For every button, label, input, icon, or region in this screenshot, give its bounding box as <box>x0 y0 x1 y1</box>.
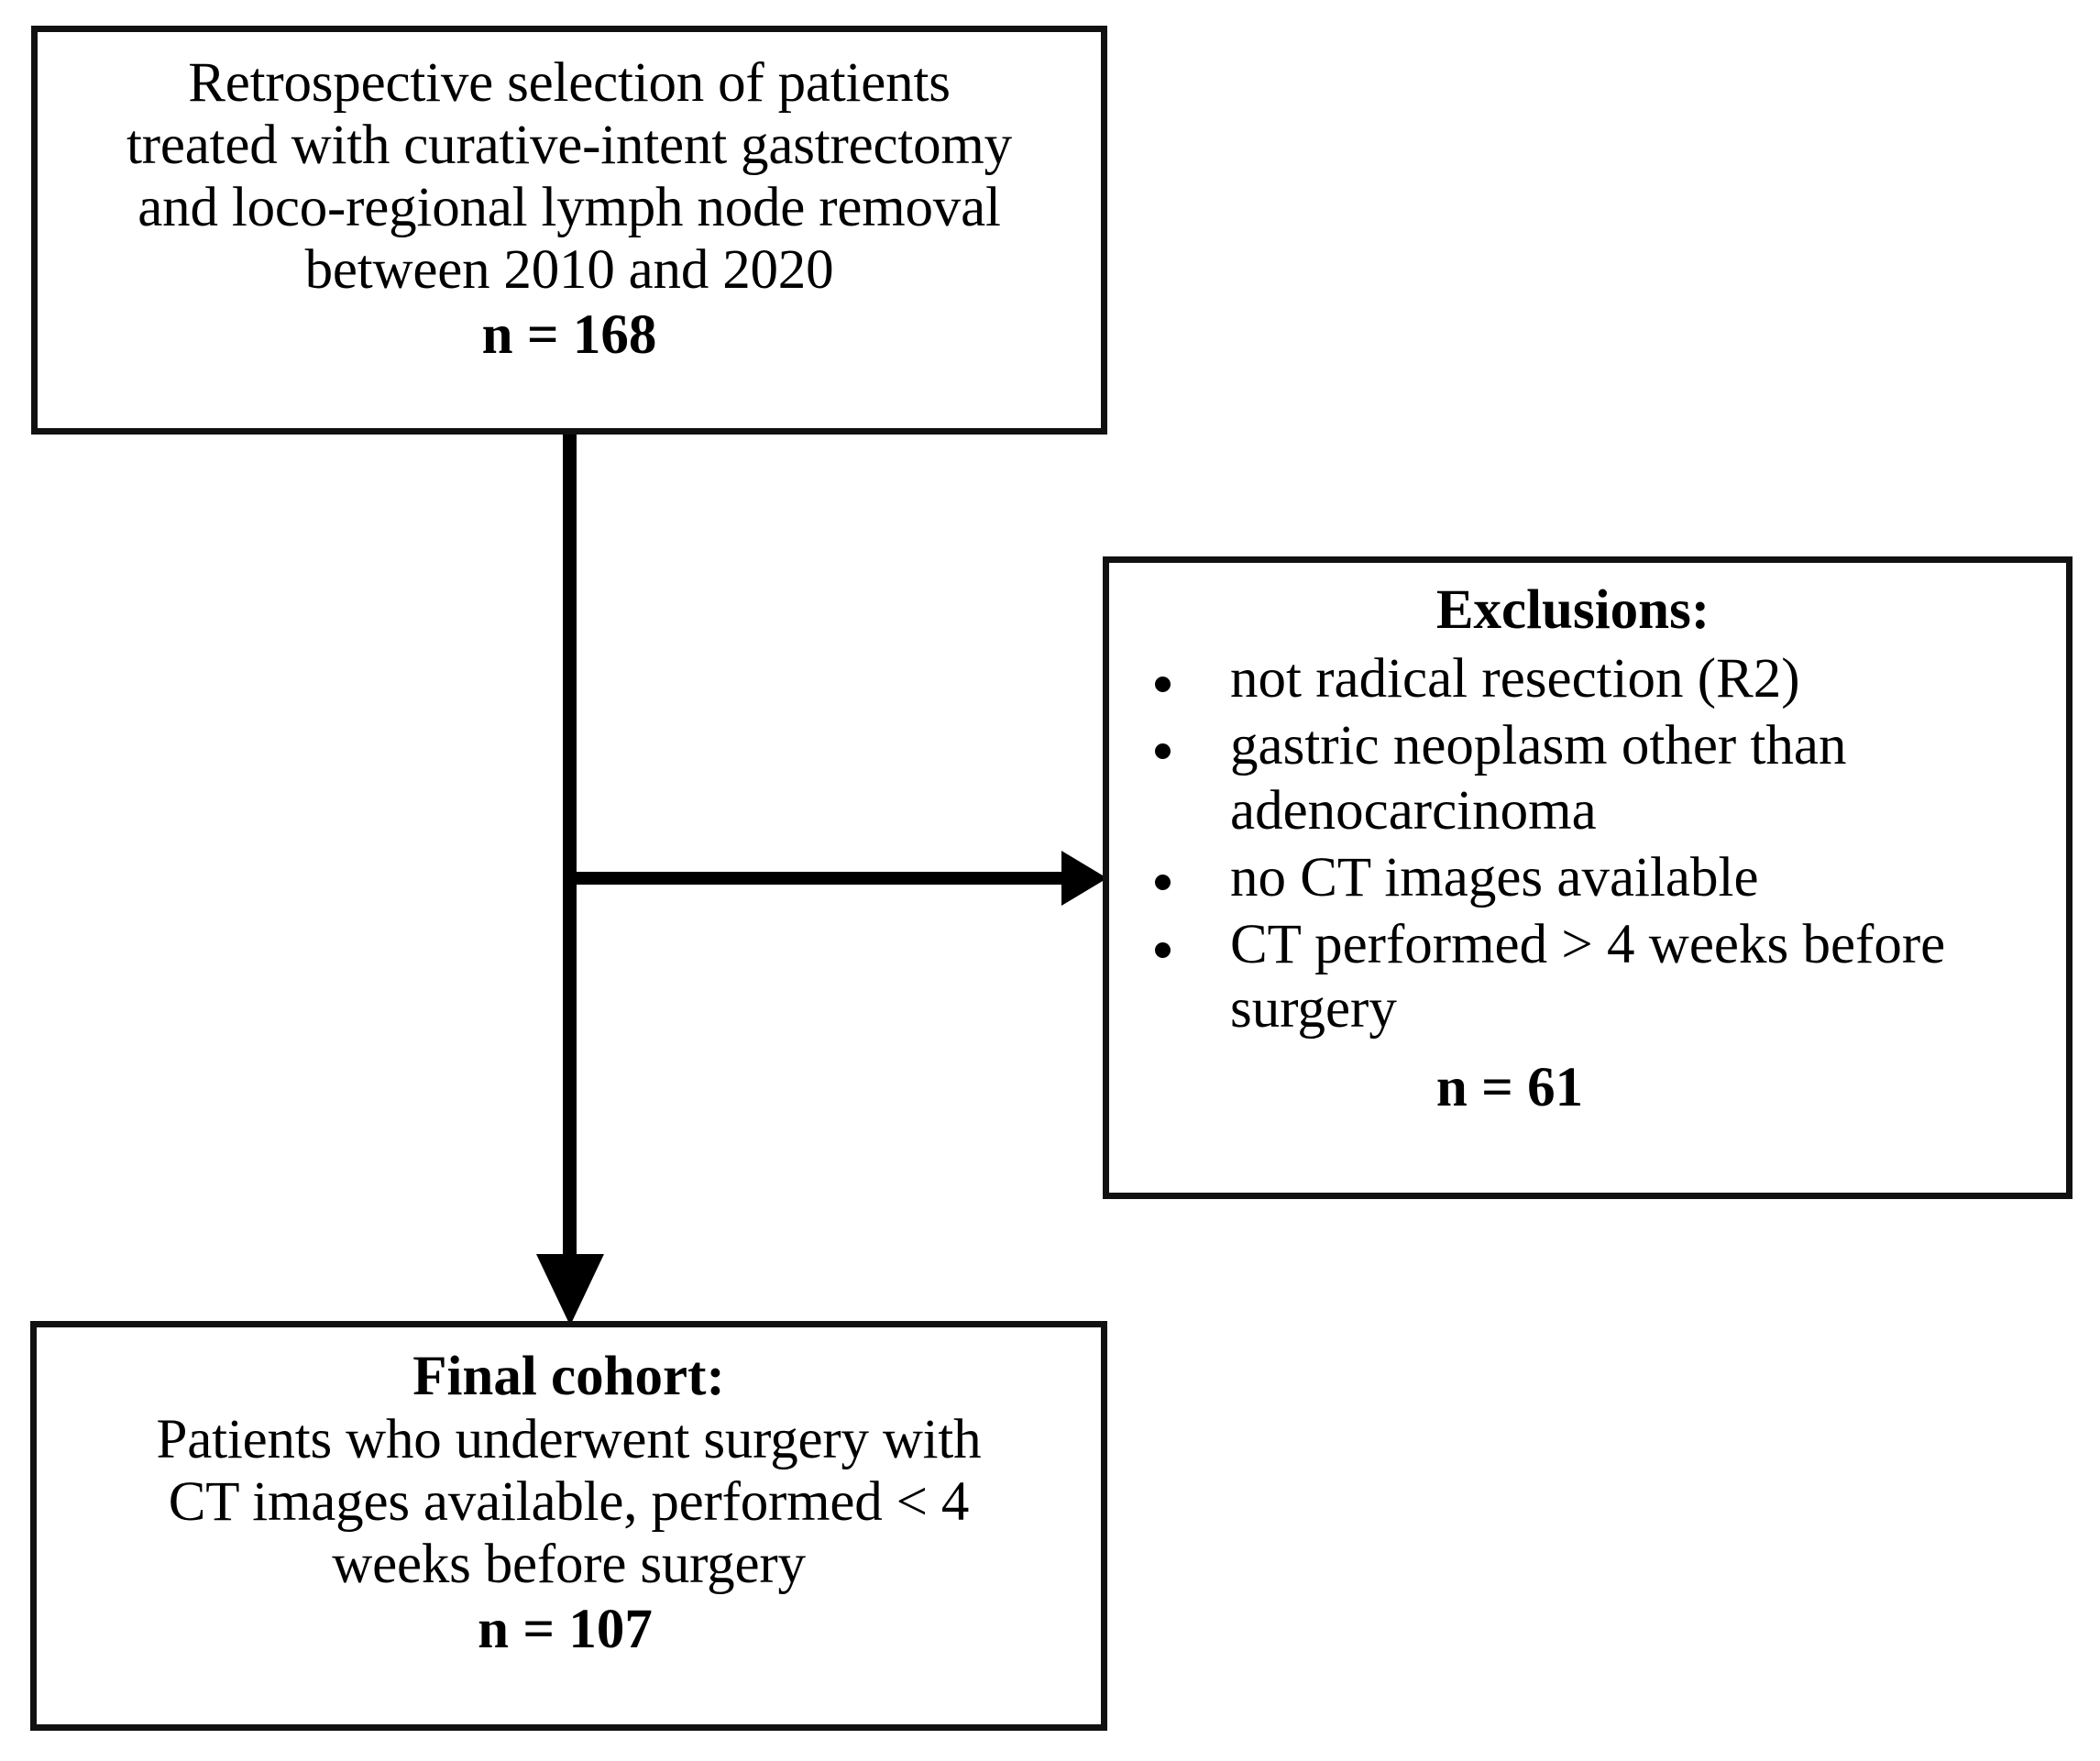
connector-branch-horizontal <box>563 872 1072 885</box>
list-item: CT performed > 4 weeks before surgery <box>1129 913 2046 1041</box>
list-item-label: CT performed > 4 weeks before surgery <box>1230 913 1946 1040</box>
source-line-3: and loco-regional lymph node removal <box>137 177 1001 238</box>
source-population-box: Retrospective selection of patients trea… <box>31 26 1107 435</box>
final-cohort-count: n = 107 <box>478 1599 653 1661</box>
list-item-label: not radical resection (R2) <box>1230 648 1800 710</box>
source-line-4: between 2010 and 2020 <box>304 239 834 301</box>
list-item: no CT images available <box>1129 846 2046 910</box>
source-count: n = 168 <box>481 304 657 366</box>
final-cohort-box: Final cohort: Patients who underwent sur… <box>30 1321 1107 1731</box>
source-line-1: Retrospective selection of patients <box>188 52 951 114</box>
exclusions-list: not radical resection (R2) gastric neopl… <box>1129 647 2046 1041</box>
list-item-label: no CT images available <box>1230 846 1759 908</box>
final-line-1: Patients who underwent surgery with <box>156 1409 982 1471</box>
connector-trunk-vertical <box>563 435 577 1260</box>
list-item: not radical resection (R2) <box>1129 647 2046 711</box>
bullet-dot-icon <box>1155 677 1171 693</box>
list-item: gastric neoplasm other than adenocarcino… <box>1129 714 2046 842</box>
exclusions-box: Exclusions: not radical resection (R2) g… <box>1103 556 2073 1199</box>
bullet-dot-icon <box>1155 743 1171 760</box>
list-item-label: gastric neoplasm other than adenocarcino… <box>1230 715 1847 842</box>
final-line-3: weeks before surgery <box>332 1534 806 1596</box>
bullet-dot-icon <box>1155 941 1171 958</box>
arrowhead-right-icon <box>1061 851 1107 906</box>
exclusions-count: n = 61 <box>1435 1057 1584 1119</box>
bullet-dot-icon <box>1155 875 1171 891</box>
arrowhead-down-icon <box>536 1254 604 1326</box>
exclusions-heading: Exclusions: <box>1435 579 1710 641</box>
source-line-2: treated with curative-intent gastrectomy <box>126 115 1012 176</box>
final-line-2: CT images available, performed < 4 <box>168 1471 970 1534</box>
final-cohort-heading: Final cohort: <box>412 1346 725 1407</box>
